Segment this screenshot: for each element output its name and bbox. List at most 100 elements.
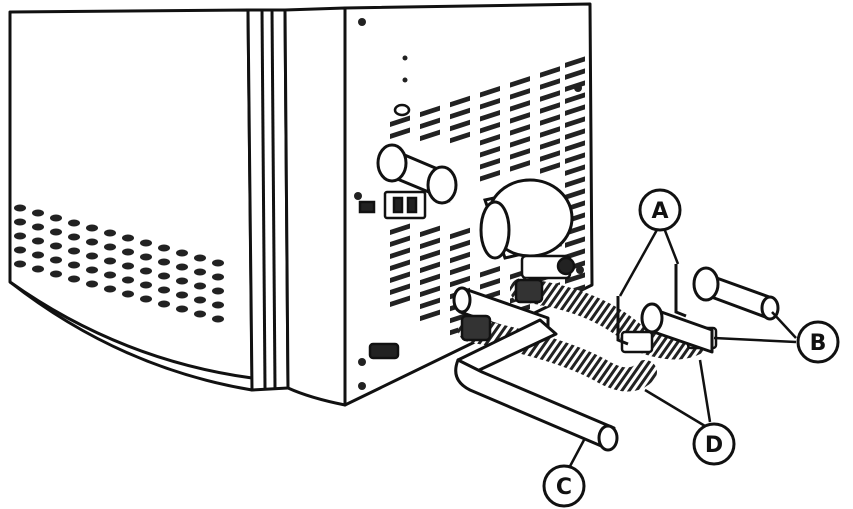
callout-d: D — [692, 422, 736, 466]
grille-slot — [450, 119, 470, 132]
vent-slot — [140, 295, 152, 303]
vent-slot — [212, 259, 224, 267]
grille-slot — [450, 107, 470, 120]
grille-slot — [420, 225, 440, 238]
grille-slot — [480, 277, 500, 290]
upper-cylinder — [376, 143, 458, 205]
vent-slot — [86, 252, 98, 260]
grille-slot — [390, 259, 410, 271]
grille-slot — [510, 124, 530, 136]
vent-slot — [194, 282, 206, 290]
grille-slot — [480, 157, 500, 170]
vent-slot — [50, 228, 62, 236]
grille-slot — [450, 239, 470, 252]
vent-slot — [14, 232, 26, 240]
callout-b: B — [796, 320, 840, 364]
vent-slot — [68, 233, 80, 241]
grille-slot — [565, 164, 585, 176]
grille-slot — [390, 271, 410, 283]
grille-slot — [420, 285, 440, 298]
vent-slot — [158, 272, 170, 280]
grille-slot — [565, 116, 585, 128]
front-vent-slots — [14, 204, 224, 323]
grille-slot — [510, 160, 530, 172]
vent-slot — [86, 224, 98, 232]
grille-slot — [420, 117, 440, 130]
vent-slot — [14, 218, 26, 226]
grille-slot — [480, 265, 500, 278]
grille-slot — [390, 127, 410, 139]
vent-slot — [14, 204, 26, 212]
vent-slot — [158, 300, 170, 308]
vent-slot — [104, 229, 116, 237]
grille-slot — [450, 227, 470, 240]
grille-slot — [565, 92, 585, 104]
vent-slot — [86, 266, 98, 274]
vent-slot — [194, 268, 206, 276]
grille-slot — [390, 295, 410, 307]
grille-slot — [480, 145, 500, 158]
front-panel — [8, 8, 254, 380]
vent-slot — [122, 234, 134, 242]
callout-a: A — [638, 188, 682, 232]
drain-plug — [368, 342, 400, 360]
grille-slot — [480, 109, 500, 122]
grille-slot — [540, 66, 560, 78]
vent-slot — [122, 276, 134, 284]
grille-slot — [510, 76, 530, 88]
grille-slot — [565, 176, 585, 188]
callout-leaders — [566, 227, 797, 471]
grille-slot — [420, 309, 440, 322]
vent-slot — [68, 219, 80, 227]
vent-slot — [68, 247, 80, 255]
grille-slot — [565, 140, 585, 152]
grille-slot — [565, 56, 585, 68]
callout-c: C — [542, 464, 586, 508]
vent-slot — [176, 263, 188, 271]
vent-slot — [86, 238, 98, 246]
vent-slot — [176, 277, 188, 285]
vent-slot — [194, 296, 206, 304]
grille-slot — [540, 126, 560, 138]
grille-slot — [450, 95, 470, 108]
vent-slot — [14, 260, 26, 268]
grille-slot — [450, 263, 470, 276]
vent-slot — [212, 287, 224, 295]
vent-slot — [194, 254, 206, 262]
vent-slot — [140, 253, 152, 261]
vent-slot — [212, 315, 224, 323]
callout-d-label: D — [705, 433, 723, 458]
vent-slot — [32, 223, 44, 231]
grille-slot — [420, 237, 440, 250]
grille-slot — [540, 138, 560, 150]
vent-slot — [50, 256, 62, 264]
vent-slot — [176, 305, 188, 313]
vent-slot — [140, 239, 152, 247]
grille-slot — [540, 162, 560, 174]
grille-slot — [510, 148, 530, 160]
grille-slot — [565, 128, 585, 140]
grille-slot — [480, 85, 500, 98]
vent-slot — [104, 243, 116, 251]
panel-screws — [354, 18, 584, 390]
grille-slot — [420, 297, 440, 310]
grille-slot — [510, 100, 530, 112]
grille-slot — [480, 97, 500, 110]
vent-slot — [32, 265, 44, 273]
callout-a-label: A — [651, 199, 668, 224]
cabinet — [8, 2, 594, 407]
grille-slot — [390, 283, 410, 295]
vent-slot — [68, 261, 80, 269]
vent-slot — [158, 258, 170, 266]
grille-slot — [420, 273, 440, 286]
vent-slot — [176, 249, 188, 257]
vent-slot — [104, 257, 116, 265]
grille-slot — [565, 104, 585, 116]
grille-slot — [565, 272, 585, 284]
vent-slot — [212, 273, 224, 281]
pump-motor — [479, 178, 574, 260]
grille-slot — [390, 223, 410, 235]
vent-slot — [122, 248, 134, 256]
